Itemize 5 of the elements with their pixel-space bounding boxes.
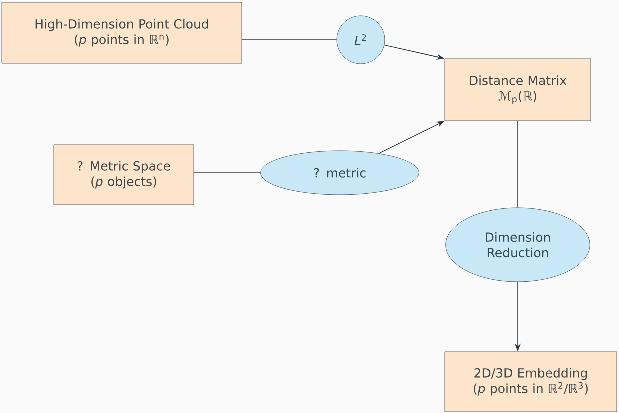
process-box: ? Metric Space (p objects) <box>54 144 194 206</box>
process-box: Distance Matrix ℳ$_{p}$(ℝ) <box>444 58 592 122</box>
process-box: 2D/3D Embedding (p points in ℝ$^{2}$/ℝ$^{3}$) <box>444 352 618 412</box>
connector-line <box>194 172 261 174</box>
process-box: High-Dimension Point Cloud (p points in ℝ$^{n}$) <box>2 2 242 64</box>
